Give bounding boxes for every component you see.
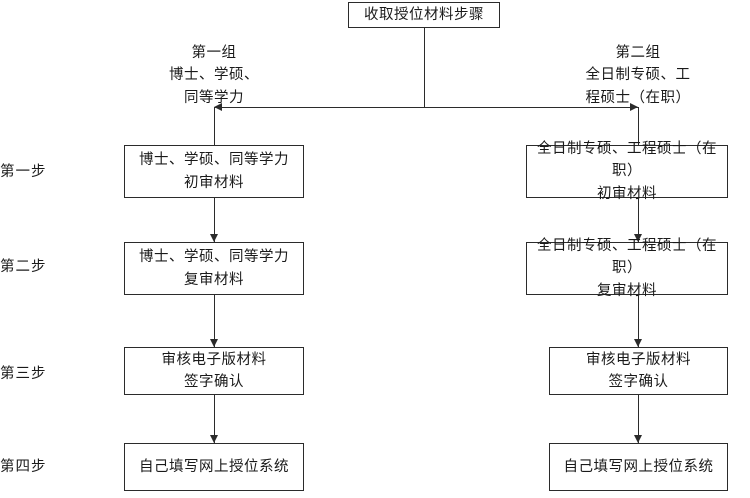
step-label-4: 第四步 <box>0 459 47 475</box>
group1-connector-3-4 <box>214 395 215 443</box>
group1-arrow-1-2-icon <box>210 234 218 242</box>
group1-arrow-3-4-icon <box>210 435 218 443</box>
root-stem-connector <box>424 28 425 107</box>
group2-node-step4: 自己填写网上授位系统 <box>549 443 728 491</box>
group1-connector-2-3 <box>214 295 215 347</box>
split-bar-right <box>424 107 638 108</box>
group-2-heading: 第二组 全日制专硕、工 程硕士（在职） <box>585 45 691 106</box>
group2-arrow-1-2-icon <box>634 234 642 242</box>
group-1-heading: 第一组 博士、学硕、 同等学力 <box>169 45 259 106</box>
group1-node-step1: 博士、学硕、同等学力 初审材料 <box>124 145 304 198</box>
group2-node-step2: 全日制专硕、工程硕士（在职） 复审材料 <box>526 238 728 299</box>
group1-node-step3: 审核电子版材料 签字确认 <box>124 347 304 395</box>
group1-node-step4: 自己填写网上授位系统 <box>124 443 304 491</box>
group1-arrow-2-3-icon <box>210 339 218 347</box>
group2-connector-2-3 <box>638 295 639 347</box>
step-label-3: 第三步 <box>0 366 47 382</box>
split-arrow-right-icon <box>630 103 638 111</box>
group2-node-step3: 审核电子版材料 签字确认 <box>549 347 728 395</box>
group2-connector-1-2 <box>638 198 639 242</box>
group2-node-step1: 全日制专硕、工程硕士（在职） 初审材料 <box>526 141 728 202</box>
split-arrow-left-icon <box>214 103 222 111</box>
group2-arrow-3-4-icon <box>634 435 642 443</box>
group1-drop-connector <box>214 107 215 145</box>
step-label-2: 第二步 <box>0 259 47 275</box>
root-node: 收取授位材料步骤 <box>348 2 500 28</box>
group2-arrow-2-3-icon <box>634 339 642 347</box>
split-bar-left <box>214 107 424 108</box>
group1-node-step2: 博士、学硕、同等学力 复审材料 <box>124 242 304 295</box>
root-node-label: 收取授位材料步骤 <box>364 6 484 23</box>
group2-drop-connector <box>638 107 639 145</box>
group1-connector-1-2 <box>214 198 215 242</box>
step-label-1: 第一步 <box>0 164 47 180</box>
group2-connector-3-4 <box>638 395 639 443</box>
